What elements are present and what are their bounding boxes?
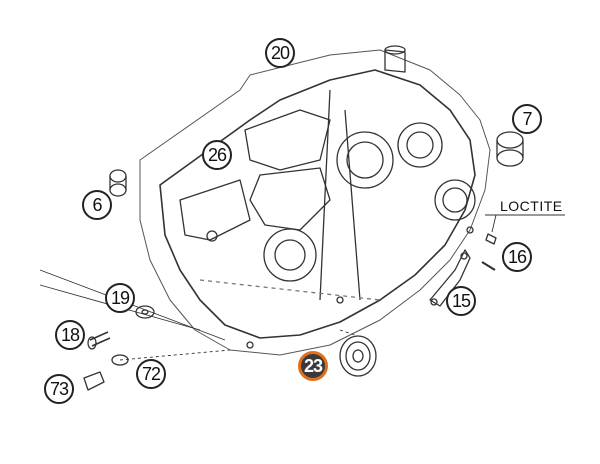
callout-16: 16 <box>502 242 532 272</box>
loctite-label: LOCTITE <box>500 198 563 214</box>
callout-15: 15 <box>446 286 476 316</box>
callout-23-highlighted: 23 <box>298 351 328 381</box>
callout-20: 20 <box>265 38 295 68</box>
callout-6: 6 <box>82 190 112 220</box>
callout-18: 18 <box>55 320 85 350</box>
bushing-part <box>496 131 524 167</box>
callout-72: 72 <box>136 359 166 389</box>
callout-7: 7 <box>512 104 542 134</box>
callout-19: 19 <box>105 283 135 313</box>
callout-26: 26 <box>202 140 232 170</box>
crankcase-body <box>159 69 476 339</box>
gasket-outline <box>139 49 491 356</box>
sleeve-part <box>109 169 127 197</box>
bearing-part <box>339 335 377 377</box>
callout-73: 73 <box>44 374 74 404</box>
retaining-plate <box>429 249 471 307</box>
